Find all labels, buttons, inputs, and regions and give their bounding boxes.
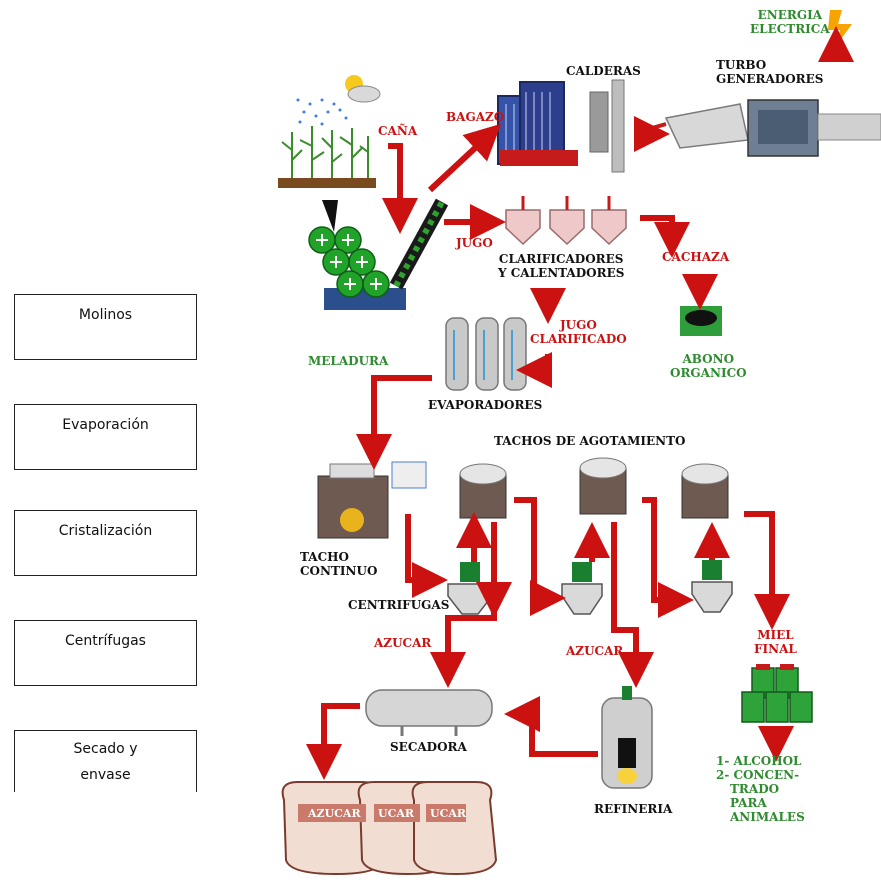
- clarifiers-icon: [505, 196, 627, 246]
- cana-label: CAÑA: [378, 124, 418, 138]
- tacho-line: TACHO: [300, 550, 349, 564]
- lightning-icon: [828, 10, 852, 46]
- step-label: Evaporación: [62, 417, 149, 433]
- pan-icon: [681, 463, 729, 519]
- step-label: Secado y: [73, 741, 138, 757]
- boiler-icon: [497, 79, 625, 173]
- fertilizer-icon: [680, 306, 722, 336]
- final-line: FINAL: [754, 642, 797, 656]
- miel-line: MIEL: [757, 628, 794, 642]
- abono-label: ABONO ORGANICO: [670, 352, 747, 380]
- step-label: Molinos: [78, 307, 133, 323]
- arrow: [382, 143, 418, 234]
- para-line: PARA: [730, 796, 767, 810]
- cane-field-icon: [278, 75, 381, 188]
- arrow: [427, 123, 502, 193]
- pan-icon: [579, 457, 627, 515]
- azucar-label: AZUCAR: [566, 644, 624, 658]
- arrow: [356, 375, 432, 470]
- energia-label: ENERGIA ELECTRICA: [750, 8, 830, 36]
- jugo-clarificado-label: JUGO CLARIFICADO: [530, 318, 627, 346]
- abono-line: ABONO: [682, 352, 735, 366]
- centrifuge-icon: [561, 562, 603, 615]
- tacho-continuo-label: TACHO CONTINUO: [300, 550, 377, 578]
- step-box-evaporacion: Evaporación: [14, 404, 197, 470]
- arrow: [611, 522, 654, 688]
- flow-arrows: [306, 26, 854, 780]
- evaporadores-label: EVAPORADORES: [428, 398, 543, 412]
- arrow: [504, 696, 598, 757]
- calderas-label: CALDERAS: [566, 64, 641, 78]
- miel-final-label: MIEL FINAL: [754, 628, 797, 656]
- evaporators-icon: [445, 317, 527, 391]
- arrow: [744, 511, 790, 630]
- continuous-pan-icon: [317, 461, 427, 539]
- centrifuge-icon: [447, 562, 493, 615]
- arrow: [640, 215, 690, 258]
- step-label: Centrífugas: [65, 633, 146, 649]
- turbo-line: TURBO: [716, 58, 767, 72]
- sugar-bags-icon: [281, 781, 498, 876]
- bagazo-label: BAGAZO: [446, 110, 505, 124]
- azucar-label: AZUCAR: [374, 636, 432, 650]
- generadores-line: GENERADORES: [716, 72, 824, 86]
- clarificadores-line: CLARIFICADORES: [498, 252, 624, 266]
- step-label: envase: [80, 767, 131, 783]
- molasses-drums-icon: [741, 664, 813, 723]
- jugo2-line: JUGO: [559, 318, 597, 332]
- dryer-icon: [365, 689, 493, 736]
- refinery-icon: [601, 686, 653, 789]
- arrow: [516, 352, 552, 388]
- cachaza-label: CACHAZA: [662, 250, 730, 264]
- clarificado-line: CLARIFICADO: [530, 332, 627, 346]
- organico-line: ORGANICO: [670, 366, 747, 380]
- step-box-centrifugas: Centrífugas: [14, 620, 197, 686]
- meladura-label: MELADURA: [308, 354, 389, 368]
- centrifugas-label: CENTRIFUGAS: [348, 598, 450, 612]
- arrow: [430, 600, 497, 688]
- arrow: [642, 497, 694, 618]
- step-box-cristalizacion: Cristalización: [14, 510, 197, 576]
- mill-icon: [308, 198, 449, 310]
- turbo-generator-icon: [651, 99, 881, 157]
- tachos-label: TACHOS DE AGOTAMIENTO: [494, 434, 686, 448]
- alcohol-line: 1- ALCOHOL: [716, 754, 802, 768]
- byproducts-label: 1- ALCOHOL 2- CONCEN- TRADO PARA ANIMALE…: [716, 754, 805, 824]
- turbo-label: TURBO GENERADORES: [716, 58, 823, 86]
- bag-label: AZUCAR: [308, 807, 361, 820]
- arrow: [306, 703, 360, 780]
- bag-label: UCAR: [378, 807, 415, 820]
- energia-line: ENERGIA: [757, 8, 823, 22]
- continuo-line: CONTINUO: [300, 564, 378, 578]
- centrifuge-icon: [691, 560, 733, 613]
- bag-label: UCAR: [430, 807, 467, 820]
- step-box-secado: Secado y envase: [14, 730, 197, 792]
- trado-line: TRADO: [730, 782, 780, 796]
- animales-line: ANIMALES: [730, 810, 805, 824]
- electrica-line: ELECTRICA: [750, 22, 830, 36]
- secadora-label: SECADORA: [390, 740, 467, 754]
- arrow: [405, 514, 448, 598]
- jugo-label: JUGO: [456, 236, 493, 250]
- calentadores-line: Y CALENTADORES: [498, 266, 625, 280]
- concen-line: 2- CONCEN-: [716, 768, 800, 782]
- arrow: [514, 497, 566, 616]
- step-label: Cristalización: [58, 523, 153, 539]
- step-box-molinos: Molinos: [14, 294, 197, 360]
- pan-icon: [459, 463, 507, 519]
- refineria-label: REFINERIA: [594, 802, 673, 816]
- clarificadores-label: CLARIFICADORES Y CALENTADORES: [498, 252, 624, 280]
